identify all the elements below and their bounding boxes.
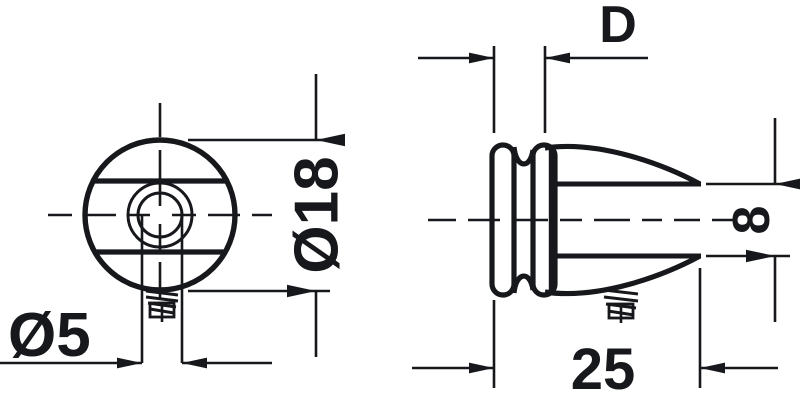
dimension-8: [706, 118, 800, 322]
label-diameter-18: Ø18: [283, 156, 352, 273]
dimension-25: [412, 268, 778, 388]
body-top-outline: [544, 143, 702, 187]
grub-screw-front: [145, 289, 179, 322]
groove-bottom-wall: [511, 273, 536, 294]
front-view-group: [0, 74, 345, 369]
bore-outer-circle: [126, 181, 194, 249]
left-flange: [489, 142, 517, 298]
body-bottom-outline: [544, 253, 702, 297]
groove-top-wall: [511, 146, 536, 167]
dimension-d18: [188, 74, 345, 357]
grub-screw-side: [603, 288, 639, 323]
dimension-d: [418, 46, 648, 133]
outer-circle-d18: [82, 137, 238, 293]
side-view-group: [412, 46, 800, 388]
label-length-25: 25: [571, 337, 636, 400]
label-diameter-5: Ø5: [8, 301, 91, 370]
inner-flange: [530, 142, 558, 298]
label-height-8: 8: [723, 206, 781, 235]
label-depth-d: D: [599, 0, 637, 54]
